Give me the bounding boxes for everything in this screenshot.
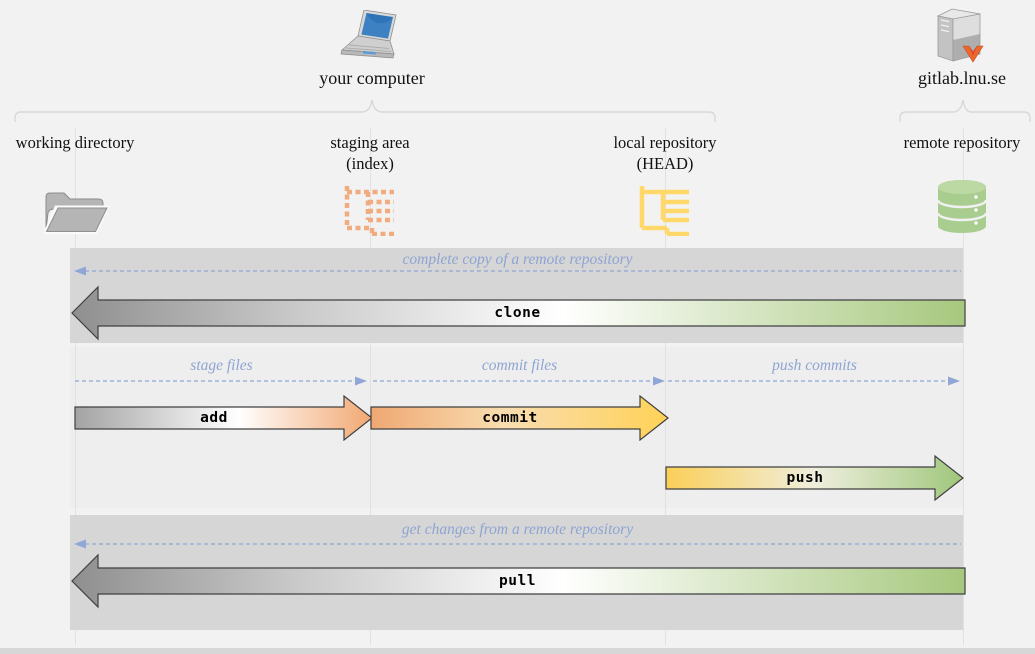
commit-arrow [370,395,669,441]
commit-files-annotation: commit files [481,357,558,374]
computer-label: your computer [319,68,425,88]
commit-files-dashed-arrow [373,376,665,386]
clone-command-label: clone [494,305,541,321]
stage-files-annotation: stage files [190,357,253,374]
bottom-strip [0,648,1035,654]
push-arrow [665,455,964,501]
column-line-working-directory [75,128,76,645]
commit-command-label: commit [482,410,538,426]
open-folder-icon [40,184,112,236]
column-label-remote-repository: remote repository [903,133,1021,152]
pull-arrow [71,553,966,609]
column-label-staging-area: staging area (index) [330,133,410,173]
clone-band [70,248,963,343]
stage-files-dashed-arrow [75,376,367,386]
column-line-staging-area [370,128,371,645]
commit-tree-icon [637,182,693,236]
column-line-local-repository [665,128,666,645]
remote-host-label: gitlab.lnu.se [918,68,1006,88]
clone-arrow [71,285,966,341]
column-label-working-directory: working directory [15,133,135,152]
gitlab-server-icon [933,6,987,66]
pull-command-label: pull [499,573,536,589]
column-line-remote-repository [963,128,964,645]
staged-tree-icon [342,182,398,236]
laptop-icon [340,10,404,64]
clone-annotation: complete copy of a remote repository [402,251,633,268]
column-label-local-repository: local repository (HEAD) [613,133,717,173]
database-icon [936,178,988,236]
push-commits-dashed-arrow [668,376,960,386]
grouping-braces [14,99,1031,122]
clone-dashed-arrow [74,266,961,276]
pull-dashed-arrow [74,539,961,549]
pull-annotation: get changes from a remote repository [401,521,634,538]
add-command-label: add [200,410,228,426]
push-command-label: push [786,470,824,486]
add-arrow [74,395,373,441]
push-commits-annotation: push commits [772,357,857,374]
